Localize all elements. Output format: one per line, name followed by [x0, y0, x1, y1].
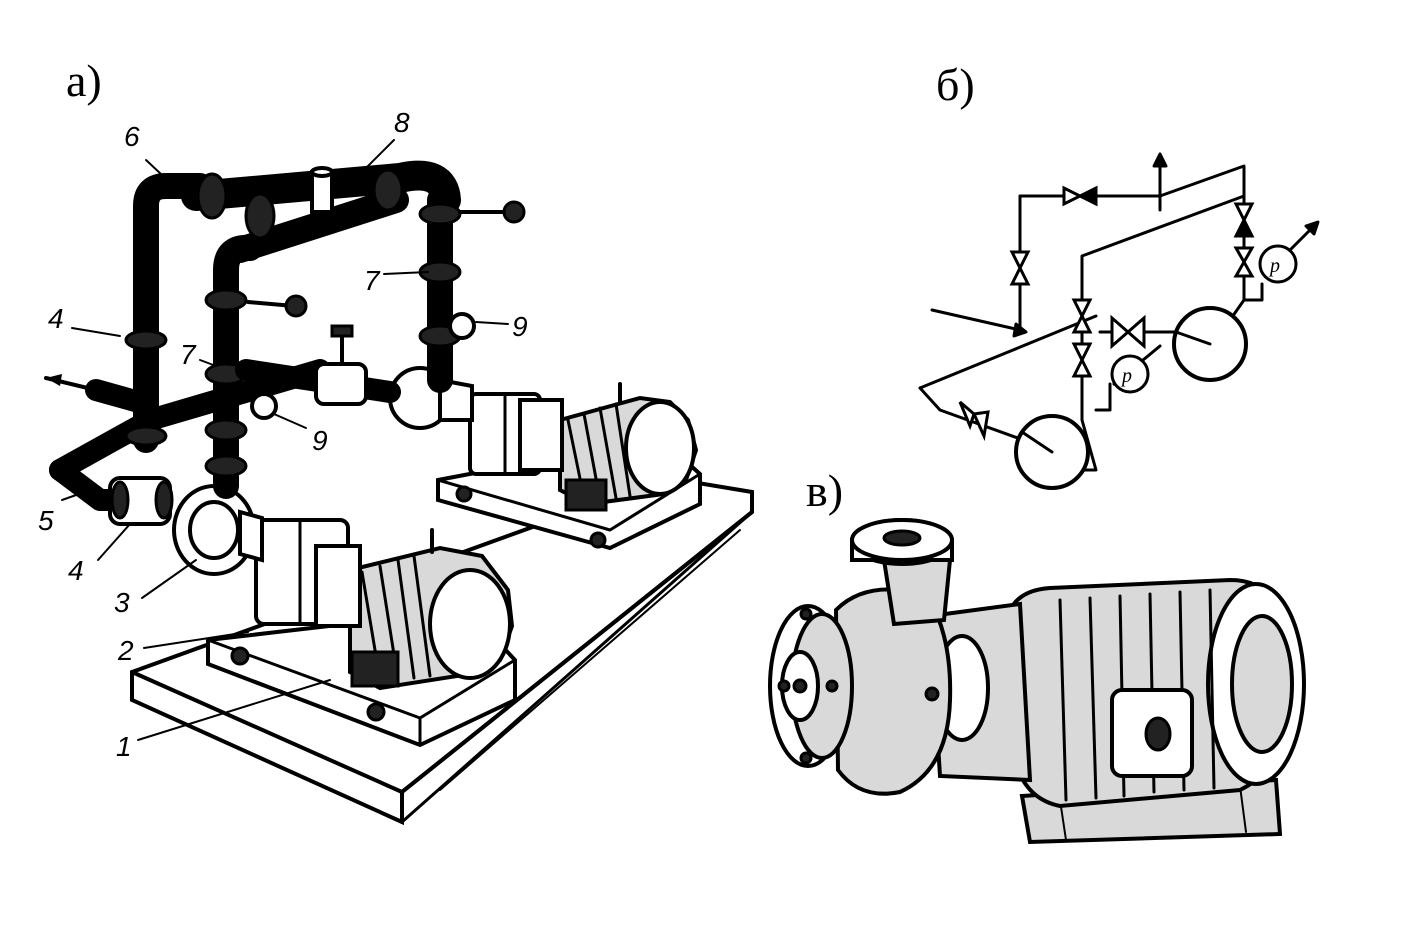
panel-b-label: б)	[936, 59, 975, 110]
callout-1: 1	[116, 731, 132, 762]
callout-4-lower: 4	[68, 555, 84, 586]
gauge-symbol-upper: p	[1268, 255, 1280, 277]
pressure-gauges: p p	[1110, 244, 1298, 394]
callout-numbers: 1 2 3 4 4 5 6 7 7 8 9 9	[38, 107, 528, 762]
front-discharge-branch	[204, 234, 308, 499]
panel-a-pump-installation: а)	[38, 55, 754, 826]
callout-7-right: 7	[364, 265, 381, 296]
panel-c-pump-illustration: в)	[768, 465, 1306, 845]
callout-4-upper: 4	[48, 303, 64, 334]
callout-7-left: 7	[180, 339, 197, 370]
panel-a-label: а)	[66, 55, 102, 106]
front-pump	[172, 484, 362, 628]
callout-3: 3	[114, 587, 130, 618]
gauge-symbol-lower: p	[1120, 365, 1132, 387]
callout-2: 2	[117, 635, 134, 666]
back-discharge-branch	[418, 187, 526, 393]
callout-6: 6	[124, 121, 140, 152]
callout-leaders	[61, 139, 509, 741]
schematic-pumps	[1014, 306, 1248, 490]
left-riser-pipe	[124, 173, 213, 453]
callout-9-right: 9	[512, 311, 528, 342]
pump-volute	[833, 518, 954, 796]
panel-c-label: в)	[806, 465, 843, 516]
suction-flange	[768, 604, 854, 768]
callout-8: 8	[394, 107, 410, 138]
front-suction-valve	[108, 476, 174, 526]
callout-5: 5	[38, 505, 54, 536]
front-electric-motor	[348, 528, 515, 691]
schematic-valves	[958, 185, 1255, 442]
back-electric-motor	[558, 382, 699, 512]
schematic-lines	[918, 152, 1320, 472]
suction-pipeline	[44, 359, 331, 511]
callout-9-left: 9	[312, 425, 328, 456]
electric-motor	[1007, 577, 1306, 809]
panel-b-schematic: б)	[918, 59, 1320, 490]
back-suction-pipe	[235, 324, 401, 406]
back-pump	[388, 366, 564, 476]
